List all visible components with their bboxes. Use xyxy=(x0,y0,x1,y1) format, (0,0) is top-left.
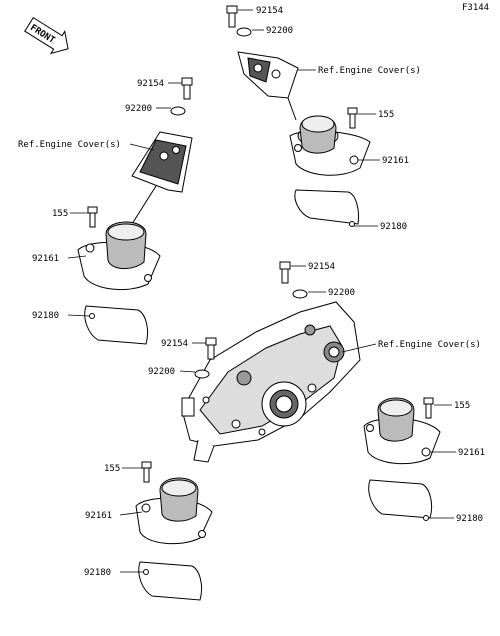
bolt-155-upper-right xyxy=(347,107,358,129)
callout-92180-1: 92180 xyxy=(380,222,407,232)
bolt-92154-upper-left xyxy=(181,77,193,100)
washer-92200-upper-left xyxy=(170,106,186,116)
engine-mount-92161-lower-left xyxy=(135,477,213,545)
bolt-155-upper-left xyxy=(87,206,98,228)
callout-92154-4: 92154 xyxy=(161,339,188,349)
engine-bracket-upper-right xyxy=(237,51,299,121)
callout-92180-3: 92180 xyxy=(456,514,483,524)
plate-92180-lower-right xyxy=(368,479,433,521)
callout-92180-4: 92180 xyxy=(84,568,111,578)
engine-crankcase xyxy=(181,301,361,463)
callout-engine-cover-3: Ref.Engine Cover(s) xyxy=(378,340,481,350)
callout-92200-2: 92200 xyxy=(125,104,152,114)
front-arrow-icon: FRONT xyxy=(24,16,69,55)
callout-92161-3: 92161 xyxy=(458,448,485,458)
washer-92200-upper-right xyxy=(236,27,252,37)
washer-92200-center xyxy=(292,289,308,299)
bolt-92154-upper-right xyxy=(226,5,238,28)
bolt-92154-center xyxy=(279,261,291,284)
washer-92200-center-left xyxy=(194,369,210,379)
engine-bracket-upper-left xyxy=(131,131,193,225)
bolt-155-lower-right xyxy=(423,397,434,419)
engine-mount-92161-upper-left xyxy=(77,221,161,290)
plate-92180-upper-right xyxy=(294,189,359,227)
callout-92161-1: 92161 xyxy=(382,156,409,166)
plate-92180-upper-left xyxy=(84,305,149,345)
callout-92161-4: 92161 xyxy=(85,511,112,521)
callout-92154-3: 92154 xyxy=(308,262,335,272)
callout-92180-2: 92180 xyxy=(32,311,59,321)
callout-92154-2: 92154 xyxy=(137,79,164,89)
engine-mount-92161-upper-right xyxy=(289,115,371,176)
figure-code: F3144 xyxy=(462,3,489,13)
callout-92200-3: 92200 xyxy=(328,288,355,298)
callout-155-1: 155 xyxy=(378,110,394,120)
callout-92154-1: 92154 xyxy=(256,6,283,16)
plate-92180-lower-left xyxy=(138,561,203,601)
callout-92161-2: 92161 xyxy=(32,254,59,264)
callout-155-3: 155 xyxy=(454,401,470,411)
bolt-92154-center-left xyxy=(205,337,217,360)
bolt-155-lower-left xyxy=(141,461,152,483)
callout-155-2: 155 xyxy=(52,209,68,219)
callout-engine-cover-2: Ref.Engine Cover(s) xyxy=(18,140,121,150)
callout-92200-1: 92200 xyxy=(266,26,293,36)
callout-engine-cover-1: Ref.Engine Cover(s) xyxy=(318,66,421,76)
callout-92200-4: 92200 xyxy=(148,367,175,377)
callout-155-4: 155 xyxy=(104,464,120,474)
engine-mount-92161-lower-right xyxy=(363,397,441,465)
